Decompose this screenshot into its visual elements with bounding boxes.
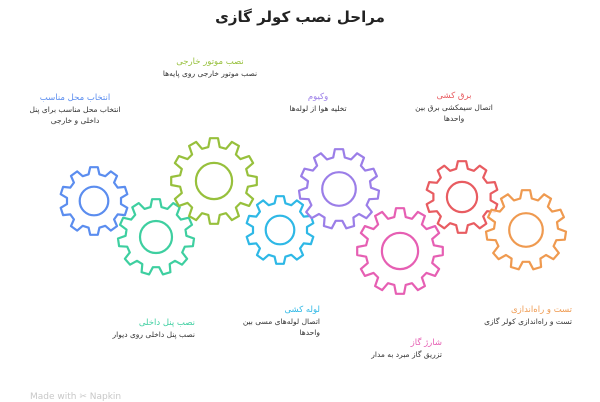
gear-2-icon xyxy=(116,198,196,276)
gear-3-icon xyxy=(170,137,258,225)
step-6-title: شارژ گاز xyxy=(410,338,442,348)
gear-8-icon xyxy=(484,189,568,271)
step-7-desc: اتصال سیمکشی برق بین واحدها xyxy=(415,103,493,123)
step-2-title: نصب پنل داخلی xyxy=(138,318,195,328)
step-4-block: لوله کشی اتصال لوله‌های مسی بین واحدها xyxy=(220,304,320,338)
gear-1-icon xyxy=(59,166,129,236)
step-8-desc: تست و راه‌اندازی کولر گازی xyxy=(484,317,572,326)
gear-6-icon xyxy=(356,207,444,295)
gear-4-icon xyxy=(245,195,315,265)
step-2-block: نصب پنل داخلی نصب پنل داخلی روی دیوار xyxy=(95,317,195,340)
step-3-desc: نصب موتور خارجی روی پایه‌ها xyxy=(162,69,258,78)
step-6-block: شارژ گاز تزریق گاز مبرد به مدار xyxy=(332,337,442,360)
step-1-title: انتخاب محل مناسب xyxy=(39,93,111,103)
step-4-desc: اتصال لوله‌های مسی بین واحدها xyxy=(242,317,320,337)
step-1-block: انتخاب محل مناسب انتخاب محل مناسب برای پ… xyxy=(20,92,130,126)
step-8-title: تست و راه‌اندازی xyxy=(510,305,572,315)
step-1-desc: انتخاب محل مناسب برای پنل داخلی و خارجی xyxy=(29,105,121,125)
gear-7-icon xyxy=(425,160,499,234)
step-6-desc: تزریق گاز مبرد به مدار xyxy=(371,350,442,359)
step-5-block: وکیوم تخلیه هوا از لوله‌ها xyxy=(258,91,378,114)
gear-5-icon xyxy=(297,148,381,230)
step-4-title: لوله کشی xyxy=(284,305,320,315)
step-3-block: نصب موتور خارجی نصب موتور خارجی روی پایه… xyxy=(155,56,265,79)
diagram-title: مراحل نصب کولر گازی xyxy=(215,8,385,26)
watermark: Made with ✂ Napkin xyxy=(30,392,122,402)
step-5-desc: تخلیه هوا از لوله‌ها xyxy=(289,104,347,113)
step-2-desc: نصب پنل داخلی روی دیوار xyxy=(112,330,195,339)
step-3-title: نصب موتور خارجی xyxy=(176,57,244,67)
step-7-title: برق کشی xyxy=(436,91,472,101)
step-7-block: برق کشی اتصال سیمکشی برق بین واحدها xyxy=(404,90,504,124)
step-8-block: تست و راه‌اندازی تست و راه‌اندازی کولر گ… xyxy=(482,304,572,327)
step-5-title: وکیوم xyxy=(307,92,329,102)
